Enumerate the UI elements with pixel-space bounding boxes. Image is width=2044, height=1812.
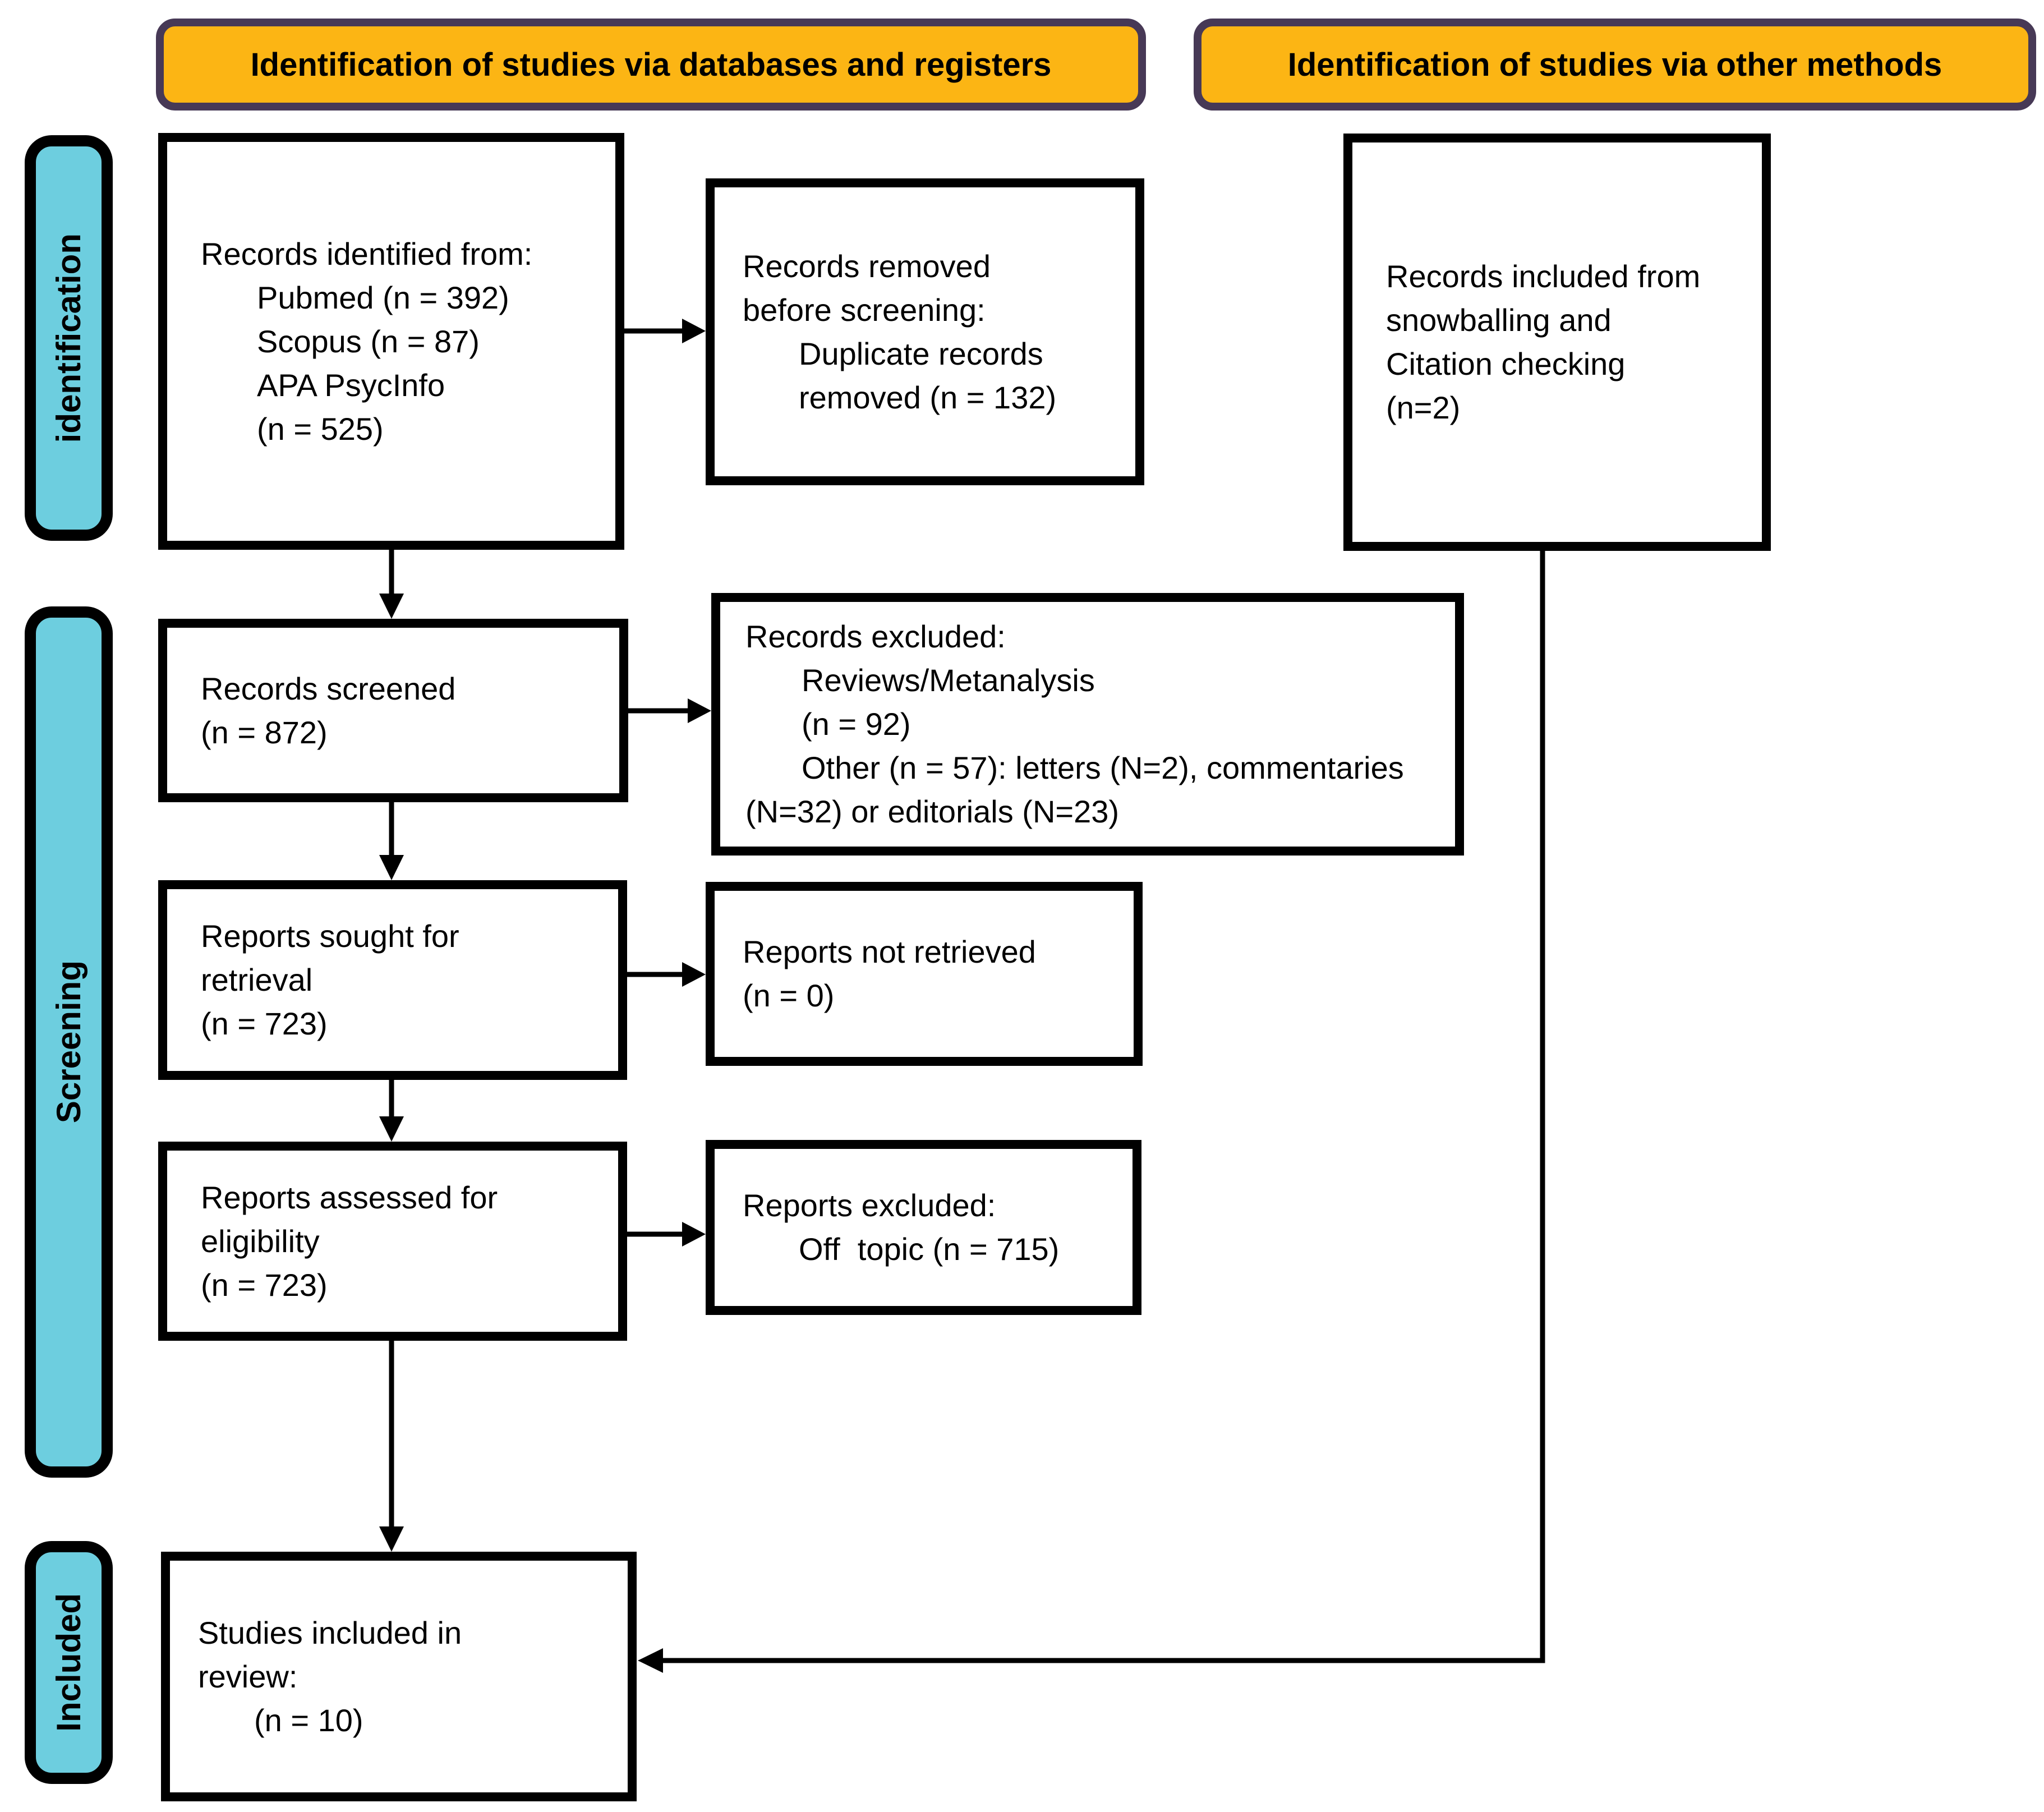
- arrow-sought-to-assessed: [379, 1080, 404, 1142]
- arrow-sought-to-not-retrieved: [627, 962, 706, 987]
- text-line: (n = 10): [254, 1702, 363, 1738]
- text-line: Reports excluded:: [743, 1188, 996, 1223]
- arrow-assessed-to-included: [379, 1341, 404, 1552]
- text-line: (n = 0): [743, 978, 835, 1013]
- arrow-assessed-to-reports-excluded: [627, 1222, 706, 1247]
- text-line: snowballing and: [1386, 302, 1612, 338]
- arrow-screened-to-sought: [379, 802, 404, 880]
- header-other-methods-label: Identification of studies via other meth…: [1287, 46, 1942, 83]
- box-records-snowballing: Records included from snowballing and Ci…: [1343, 134, 1771, 551]
- text-line: (n = 92): [802, 706, 911, 742]
- stage-label-screening-text: Screening: [50, 960, 88, 1124]
- text-line: Records excluded:: [745, 619, 1006, 654]
- text-line: Citation checking: [1386, 346, 1626, 381]
- text-line: review:: [198, 1658, 298, 1694]
- header-other-methods: Identification of studies via other meth…: [1194, 19, 2036, 111]
- box-records-excluded: Records excluded: Reviews/Metanalysis (n…: [711, 593, 1464, 856]
- text-line: Duplicate records: [799, 335, 1043, 371]
- text-line: (n = 525): [257, 411, 384, 447]
- text-line: removed (n = 132): [799, 379, 1057, 415]
- box-reports-sought: Reports sought for retrieval (n = 723): [158, 880, 627, 1080]
- stage-label-identification-text: identification: [50, 233, 88, 443]
- box-records-identified: Records identified from: Pubmed (n = 392…: [158, 133, 624, 550]
- text-line: Other (n = 57): letters (N=2), commentar…: [802, 750, 1404, 785]
- header-databases-registers: Identification of studies via databases …: [156, 19, 1146, 111]
- text-line: Studies included in: [198, 1615, 462, 1650]
- text-line: eligibility: [201, 1223, 320, 1259]
- box-studies-included: Studies included in review: (n = 10): [161, 1552, 637, 1801]
- text-line: Scopus (n = 87): [257, 323, 480, 359]
- stage-label-screening: Screening: [25, 606, 113, 1478]
- text-line: Reviews/Metanalysis: [802, 663, 1095, 698]
- text-line: Reports sought for: [201, 918, 459, 954]
- text-line: Reports assessed for: [201, 1179, 498, 1215]
- stage-label-included: Included: [25, 1541, 113, 1784]
- box-reports-assessed: Reports assessed for eligibility (n = 72…: [158, 1142, 627, 1341]
- text-line: Pubmed (n = 392): [257, 279, 509, 315]
- text-line: retrieval: [201, 962, 313, 997]
- header-databases-registers-label: Identification of studies via databases …: [250, 46, 1052, 83]
- text-line: Records screened: [201, 670, 456, 706]
- box-reports-excluded: Reports excluded: Off topic (n = 715): [706, 1140, 1141, 1315]
- text-line: Records removed: [743, 248, 991, 284]
- stage-label-identification: identification: [25, 135, 113, 541]
- text-line: Records identified from:: [201, 236, 533, 272]
- text-line: (N=32) or editorials (N=23): [745, 794, 1120, 829]
- text-line: APA PsycInfo: [257, 367, 445, 403]
- arrow-screened-to-excluded: [628, 698, 711, 723]
- text-line: Records included from: [1386, 259, 1701, 294]
- text-line: Off topic (n = 715): [799, 1231, 1060, 1267]
- text-line: (n = 723): [201, 1267, 328, 1303]
- box-reports-not-retrieved: Reports not retrieved (n = 0): [706, 882, 1143, 1066]
- text-line: Reports not retrieved: [743, 934, 1036, 969]
- box-records-removed: Records removed before screening: Duplic…: [706, 178, 1144, 485]
- box-records-screened: Records screened (n = 872): [158, 619, 628, 802]
- text-line: (n = 723): [201, 1006, 328, 1041]
- arrow-identified-to-screened: [379, 550, 404, 619]
- stage-label-included-text: Included: [50, 1593, 88, 1732]
- arrow-identified-to-removed: [624, 319, 706, 343]
- text-line: before screening:: [743, 292, 986, 328]
- text-line: (n=2): [1386, 390, 1461, 425]
- text-line: (n = 872): [201, 714, 328, 750]
